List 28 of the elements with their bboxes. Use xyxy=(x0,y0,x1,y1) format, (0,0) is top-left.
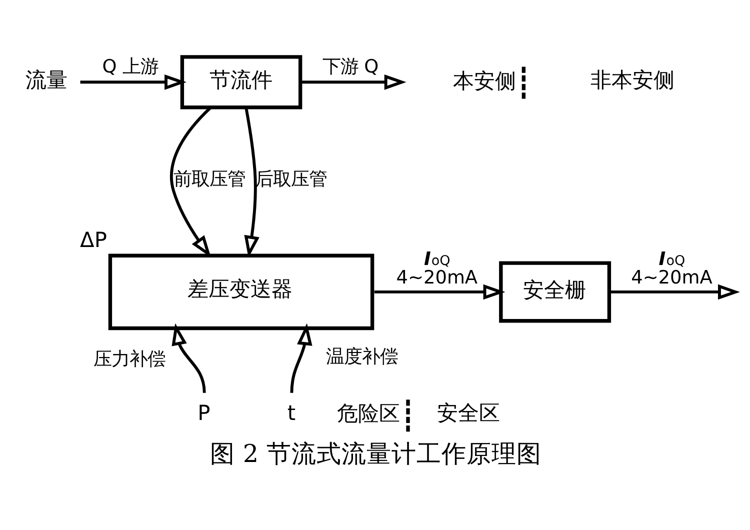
node-box: 差压变送器 xyxy=(108,253,374,330)
node-text: 流量 xyxy=(25,68,68,92)
arrow xyxy=(80,74,186,90)
node-label: ΔP xyxy=(80,228,107,252)
node-box: 安全栅 xyxy=(499,260,612,322)
edge-label: IoQ 4~20mA xyxy=(396,248,478,288)
edge-label: 压力补偿 xyxy=(94,348,166,370)
label: 非本安侧 xyxy=(590,68,675,92)
edge-label: 前取压管 xyxy=(174,168,246,190)
label: 安全区 xyxy=(436,400,500,425)
node-box: 节流件 xyxy=(180,54,302,109)
label: 本安侧 xyxy=(452,68,516,92)
edge-label: 下游 Q xyxy=(322,56,379,77)
arrow xyxy=(244,106,260,258)
edge-label: IoQ 4~20mA xyxy=(631,248,712,288)
arrow xyxy=(290,322,312,392)
label: 危险区 xyxy=(337,401,400,426)
arrow xyxy=(374,284,506,300)
node-text: t xyxy=(287,400,296,425)
arrow xyxy=(170,106,212,257)
arrow xyxy=(300,74,406,90)
edge-label: 温度补偿 xyxy=(326,346,398,367)
node-text: P xyxy=(198,400,210,425)
edge-label: 后取压管 xyxy=(254,168,327,190)
arrow xyxy=(172,322,206,392)
arrow xyxy=(609,284,740,300)
caption: 图 2 节流式流量计工作原理图 xyxy=(210,438,542,468)
edge-label: Q 上游 xyxy=(102,56,159,77)
